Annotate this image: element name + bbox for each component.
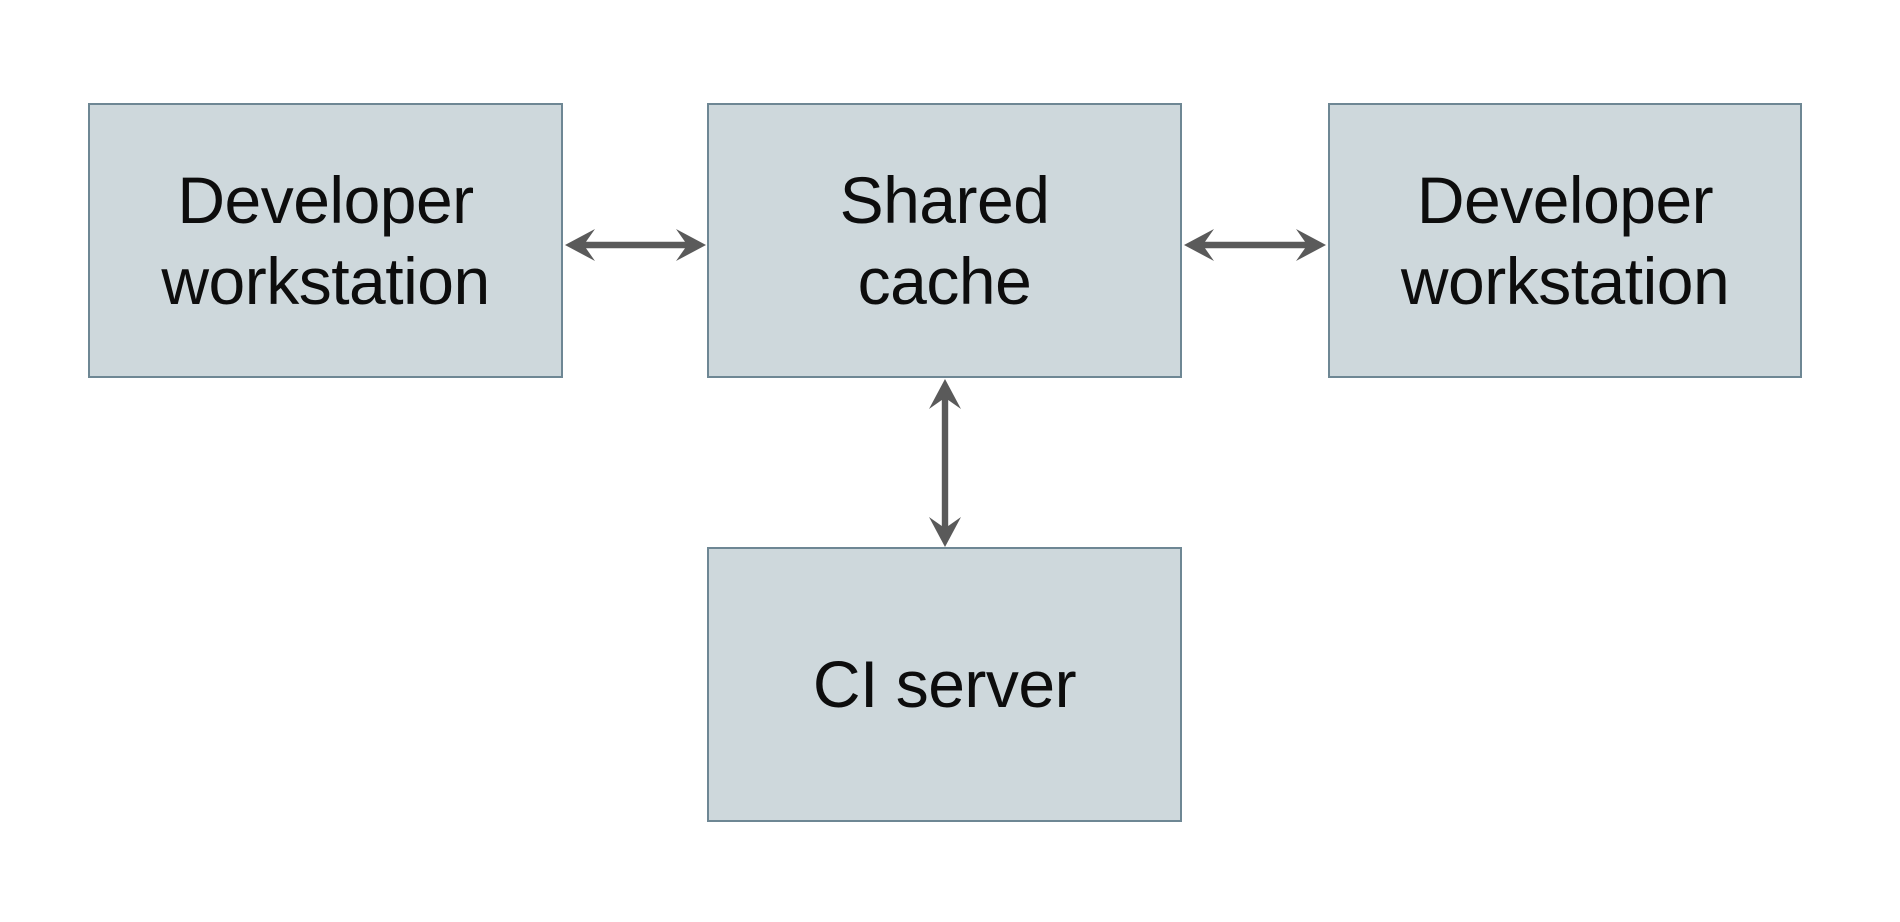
connector-shared-cache-to-ci-server xyxy=(929,379,961,547)
node-label: Developer workstation xyxy=(1400,162,1730,318)
node-shared-cache[interactable]: Shared cache xyxy=(707,103,1182,378)
node-label: Developer workstation xyxy=(161,162,490,318)
node-developer-workstation-left[interactable]: Developer workstation xyxy=(88,103,563,378)
node-label: CI server xyxy=(812,647,1077,722)
connector-workstation-left-to-shared-cache xyxy=(565,229,706,261)
connector-shared-cache-to-workstation-right xyxy=(1184,229,1326,261)
double-arrow-icon xyxy=(565,229,706,261)
node-label: Shared cache xyxy=(839,162,1050,318)
node-developer-workstation-right[interactable]: Developer workstation xyxy=(1328,103,1802,378)
double-arrow-icon xyxy=(1184,229,1326,261)
double-arrow-icon xyxy=(929,379,961,547)
node-ci-server[interactable]: CI server xyxy=(707,547,1182,822)
